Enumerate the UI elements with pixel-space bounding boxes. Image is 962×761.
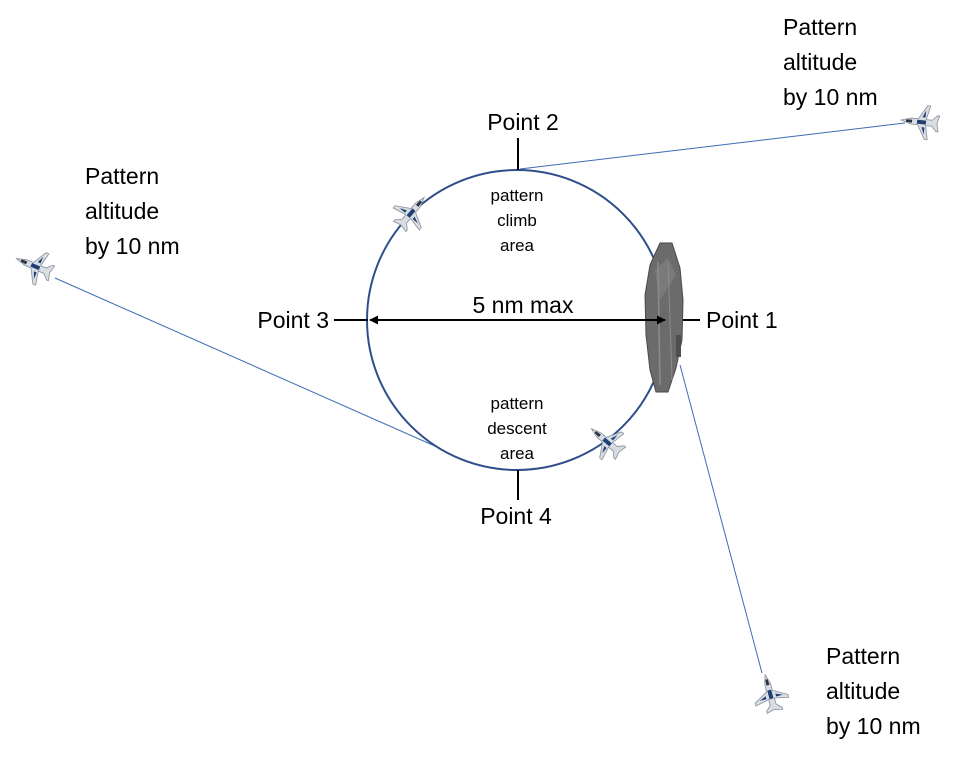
climb-area-label-line-2: climb xyxy=(497,211,537,230)
fighter-jet-icon xyxy=(898,102,942,142)
descent-area-label-line-2: descent xyxy=(487,419,547,438)
fighter-jet-icon xyxy=(386,186,438,238)
entry-label-bottom-right-line-3: by 10 nm xyxy=(826,713,921,739)
entry-label-left-line-3: by 10 nm xyxy=(85,233,180,259)
entry-label-left-line-1: Pattern xyxy=(85,163,159,189)
entry-label-left-line-2: altitude xyxy=(85,198,159,224)
entry-label-bottom-right-line-1: Pattern xyxy=(826,643,900,669)
fighter-jet-icon xyxy=(580,415,632,467)
climb-area-label-line-3: area xyxy=(500,236,535,255)
entry-label-top-right-line-3: by 10 nm xyxy=(783,84,878,110)
entry-line-left xyxy=(54,277,438,448)
diameter-label: 5 nm max xyxy=(473,292,574,318)
descent-area-label-line-1: pattern xyxy=(491,394,544,413)
climb-area-label-line-1: pattern xyxy=(491,186,544,205)
entry-label-top-right-line-2: altitude xyxy=(783,49,857,75)
entry-label-top-right-line-1: Pattern xyxy=(783,14,857,40)
point-1-label: Point 1 xyxy=(706,307,778,333)
point-3-label: Point 3 xyxy=(257,307,329,333)
point-2-label: Point 2 xyxy=(487,109,559,135)
entry-line-bottom-right xyxy=(679,364,763,674)
entry-line-top-right xyxy=(519,122,906,170)
point-4-label: Point 4 xyxy=(480,503,552,529)
aircraft-carrier-icon xyxy=(644,242,684,393)
fighter-jet-icon xyxy=(748,669,792,717)
descent-area-label-line-3: area xyxy=(500,444,535,463)
fighter-jet-icon xyxy=(9,242,59,290)
entry-label-bottom-right-line-2: altitude xyxy=(826,678,900,704)
